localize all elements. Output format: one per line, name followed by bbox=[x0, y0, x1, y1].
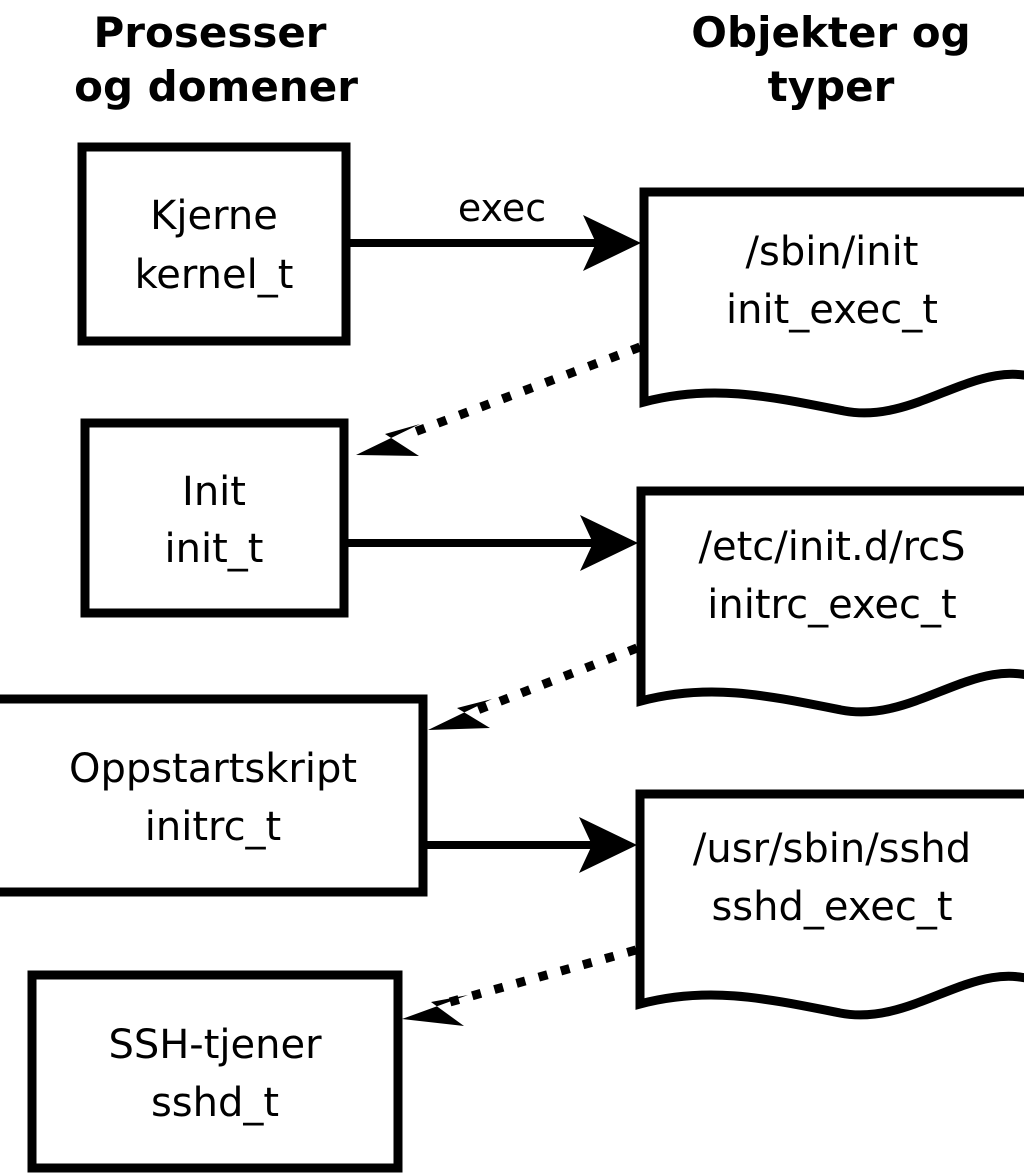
arrowhead bbox=[580, 515, 638, 571]
process-node-initrc[interactable]: Oppstartskript initrc_t bbox=[0, 694, 428, 897]
edge-init-exec-initrc_exec bbox=[348, 515, 638, 571]
process-node-sshd-line1: SSH-tjener bbox=[108, 1022, 322, 1068]
edge-line bbox=[402, 342, 642, 441]
process-node-initrc-line2: initrc_t bbox=[145, 804, 282, 850]
object-node-initrc_exec-line1: /etc/init.d/rcS bbox=[698, 524, 965, 570]
object-node-init_exec-document[interactable] bbox=[639, 187, 1024, 418]
object-node-initrc_exec-document[interactable] bbox=[636, 486, 1024, 717]
process-node-kernel[interactable]: Kjerne kernel_t bbox=[77, 142, 351, 346]
column-header-processes-line2: og domener bbox=[74, 62, 358, 111]
column-header-objects-line2: typer bbox=[768, 62, 895, 111]
process-node-sshd-line2: sshd_t bbox=[151, 1080, 279, 1126]
column-header-objects: Objekter og typer bbox=[691, 8, 970, 111]
edge-sshd_exec-transition-sshd bbox=[402, 945, 638, 1026]
object-node-initrc_exec-line2: initrc_exec_t bbox=[707, 582, 956, 628]
object-node-sshd_exec[interactable]: /usr/sbin/sshd sshd_exec_t bbox=[635, 789, 1024, 1020]
process-node-init[interactable]: Init init_t bbox=[80, 418, 349, 618]
object-node-init_exec-line1: /sbin/init bbox=[746, 229, 919, 275]
object-node-sshd_exec-line1: /usr/sbin/sshd bbox=[693, 826, 971, 872]
arrowhead bbox=[428, 699, 492, 730]
arrowhead bbox=[579, 817, 637, 873]
edge-initrc_exec-transition-initrc bbox=[428, 643, 639, 730]
edge-line bbox=[473, 643, 639, 716]
arrowhead bbox=[402, 995, 468, 1026]
object-node-initrc_exec[interactable]: /etc/init.d/rcS initrc_exec_t bbox=[636, 486, 1024, 717]
process-node-sshd[interactable]: SSH-tjener sshd_t bbox=[27, 970, 403, 1173]
edge-kernel-exec-init_exec: exec bbox=[350, 186, 641, 271]
object-node-sshd_exec-document[interactable] bbox=[635, 789, 1024, 1020]
arrowhead bbox=[583, 215, 641, 271]
column-header-processes: Prosesser og domener bbox=[74, 8, 358, 111]
edge-initrc-exec-sshd_exec bbox=[427, 817, 637, 873]
edge-init_exec-transition-init bbox=[356, 342, 642, 456]
process-node-init-box[interactable] bbox=[80, 418, 349, 618]
process-node-kernel-line1: Kjerne bbox=[150, 193, 278, 239]
object-node-init_exec-line2: init_exec_t bbox=[726, 287, 938, 333]
process-node-sshd-box[interactable] bbox=[27, 970, 403, 1173]
process-node-init-line2: init_t bbox=[165, 526, 264, 572]
process-node-init-line1: Init bbox=[182, 469, 246, 515]
process-node-initrc-box[interactable] bbox=[0, 694, 428, 897]
edge-label-exec: exec bbox=[458, 186, 546, 230]
arrowhead bbox=[356, 424, 420, 456]
edge-line bbox=[448, 945, 638, 1007]
column-header-objects-line1: Objekter og bbox=[691, 8, 970, 57]
column-header-processes-line1: Prosesser bbox=[93, 8, 326, 57]
process-node-kernel-line2: kernel_t bbox=[135, 252, 294, 298]
object-node-init_exec[interactable]: /sbin/init init_exec_t bbox=[639, 187, 1024, 418]
process-node-kernel-box[interactable] bbox=[77, 142, 351, 346]
process-node-initrc-line1: Oppstartskript bbox=[69, 746, 357, 792]
object-node-sshd_exec-line2: sshd_exec_t bbox=[711, 884, 952, 930]
